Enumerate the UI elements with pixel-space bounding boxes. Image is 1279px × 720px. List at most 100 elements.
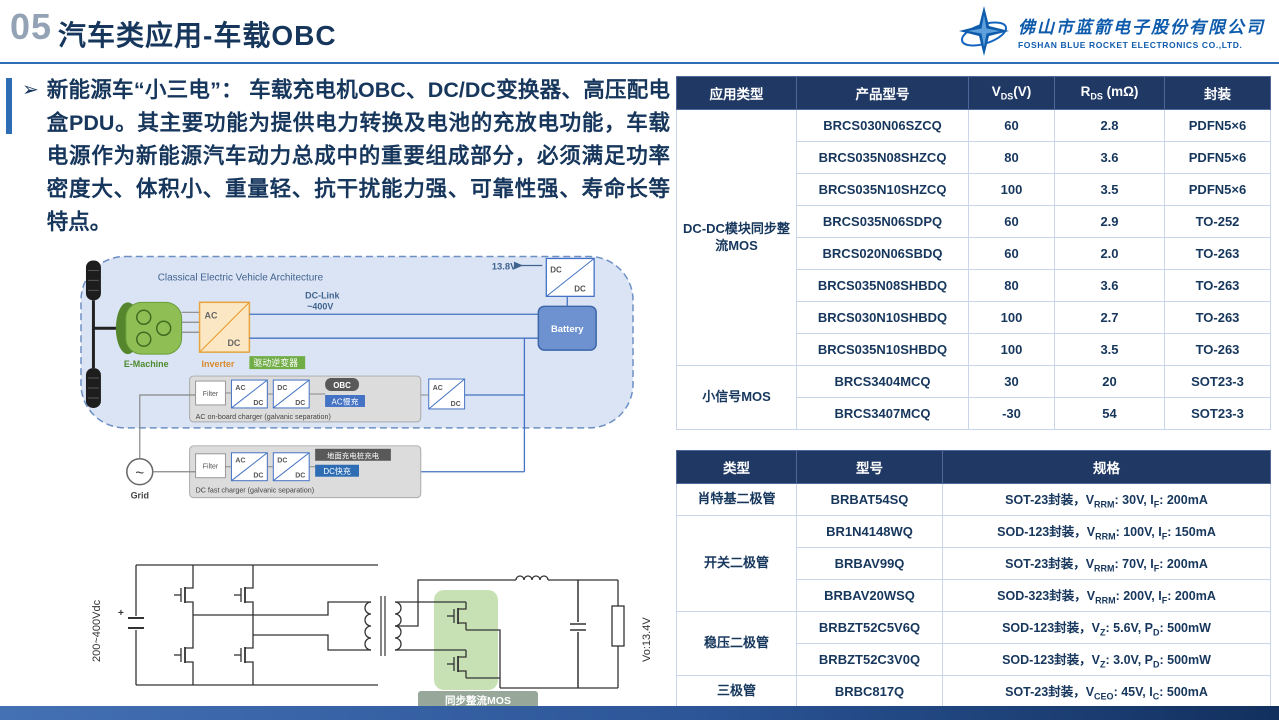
mosfet-symbol xyxy=(233,580,254,610)
diode-product-table: 类型 型号 规格 肖特基二极管 BRBAT54SQ SOT-23封装，VRRM:… xyxy=(676,450,1271,708)
part-cell: BRCS3407MCQ xyxy=(796,397,969,430)
filter-label: Filter xyxy=(203,464,219,471)
app-type-cell: 小信号MOS xyxy=(676,365,797,430)
header-model: 型号 xyxy=(796,450,943,484)
wheels xyxy=(85,260,126,408)
model-cell: BR1N4148WQ xyxy=(796,515,943,548)
type-cell: 肖特基二极管 xyxy=(676,483,797,516)
pkg-cell: PDFN5×6 xyxy=(1164,141,1271,174)
table-row: BRCS035N08SHBDQ 80 3.6 TO-263 xyxy=(677,269,1271,302)
right-panel: 应用类型 产品型号 VDS(V) RDS (mΩ) 封装 DC-DC模块同步整流… xyxy=(676,76,1271,708)
table-row: BRCS030N10SHBDQ 100 2.7 TO-263 xyxy=(677,301,1271,334)
spec-cell: SOT-23封装，VRRM: 70V, IF: 200mA xyxy=(942,547,1271,580)
output-stage xyxy=(500,575,625,689)
dc-link-voltage: ~400V xyxy=(307,301,333,311)
table-row: 开关二极管 BR1N4148WQ SOD-123封装，VRRM: 100V, I… xyxy=(676,515,1271,612)
type-cell: 稳压二极管 xyxy=(676,611,797,676)
pkg-cell: PDFN5×6 xyxy=(1164,109,1271,142)
intro-block: ➢ 新能源车“小三电”： 车载充电机OBC、DC/DC变换器、高压配电盒PDU。… xyxy=(22,74,670,239)
spec-cell: SOT-23封装，VCEO: 45V, IC: 500mA xyxy=(942,675,1271,708)
spec-cell: SOD-123封装，VZ: 3.0V, PD: 500mW xyxy=(942,643,1271,676)
dc-label: DC xyxy=(227,338,240,348)
company-logo: 佛山市蓝箭电子股份有限公司 FOSHAN BLUE ROCKET ELECTRO… xyxy=(958,5,1265,57)
model-cell: BRBAV20WSQ xyxy=(796,579,943,612)
pkg-cell: TO-252 xyxy=(1164,205,1271,238)
intro-text: 新能源车“小三电”： 车载充电机OBC、DC/DC变换器、高压配电盒PDU。其主… xyxy=(46,78,670,234)
output-voltage-label: Vo:13.4V xyxy=(641,617,653,662)
ac-slow-badge xyxy=(325,394,365,407)
obc-badge-label: OBC xyxy=(333,381,351,390)
part-cell: BRCS035N10SHBDQ xyxy=(796,333,969,366)
grid-ac-symbol: ~ xyxy=(135,465,144,482)
table-row: BRCS035N08SHZCQ 80 3.6 PDFN5×6 xyxy=(677,141,1271,174)
dc-label: DC xyxy=(277,458,287,465)
header-part-number: 产品型号 xyxy=(796,76,969,110)
ac-label: AC xyxy=(205,310,218,320)
ac-slow-label: AC慢充 xyxy=(332,396,359,406)
header-rule xyxy=(0,62,1279,64)
app-type-cell: DC-DC模块同步整流MOS xyxy=(676,109,797,366)
part-cell: BRCS035N06SDPQ xyxy=(796,205,969,238)
vds-cell: 30 xyxy=(968,365,1055,398)
spec-cell: SOD-123封装，VZ: 5.6V, PD: 500mW xyxy=(942,611,1271,644)
table-row: 稳压二极管 BRBZT52C5V6Q SOD-123封装，VZ: 5.6V, P… xyxy=(676,611,1271,676)
spec-cell: SOD-323封装，VRRM: 200V, IF: 200mA xyxy=(942,579,1271,612)
battery-box: Battery xyxy=(537,305,597,351)
inverter-label: Inverter xyxy=(202,359,235,369)
table-row: BRCS3407MCQ -30 54 SOT23-3 xyxy=(677,397,1271,430)
bullet-arrow-icon: ➢ xyxy=(22,79,39,101)
table-header-row: 应用类型 产品型号 VDS(V) RDS (mΩ) 封装 xyxy=(676,76,1271,110)
rds-cell: 54 xyxy=(1054,397,1165,430)
ac-label: AC xyxy=(433,385,443,392)
ev-architecture-diagram: Classical Electric Vehicle Architecture … xyxy=(80,255,634,501)
rds-cell: 3.5 xyxy=(1054,333,1165,366)
vds-cell: 60 xyxy=(968,237,1055,270)
part-cell: BRCS035N08SHBDQ xyxy=(796,269,969,302)
obc-circuit-diagram: 200~400Vdc + xyxy=(91,564,653,708)
model-cell: BRBZT52C5V6Q xyxy=(796,611,943,644)
drive-inverter-label: 驱动逆变器 xyxy=(253,357,298,368)
accent-bar xyxy=(6,78,12,134)
mosfet-symbol xyxy=(173,580,194,610)
pkg-cell: PDFN5×6 xyxy=(1164,173,1271,206)
dc-label: DC xyxy=(550,265,562,274)
obc-charger-block: Filter AC DC DC DC AC on-board charger (… xyxy=(189,375,422,423)
model-cell: BRBZT52C3V0Q xyxy=(796,643,943,676)
ac-label: AC xyxy=(235,458,245,465)
spec-cell: SOT-23封装，VRRM: 30V, IF: 200mA xyxy=(942,483,1271,516)
vds-cell: 60 xyxy=(968,205,1055,238)
part-cell: BRCS035N10SHZCQ xyxy=(796,173,969,206)
dc-link-label: DC-Link xyxy=(305,290,339,300)
ground-station-label: 地面充电桩充电 xyxy=(327,450,380,460)
model-cell: BRBAT54SQ xyxy=(796,483,943,516)
dc-label: DC xyxy=(574,284,586,293)
dc-label: DC xyxy=(451,401,461,408)
pkg-cell: TO-263 xyxy=(1164,237,1271,270)
pkg-cell: TO-263 xyxy=(1164,301,1271,334)
model-cell: BRBC817Q xyxy=(796,675,943,708)
dc-label: DC xyxy=(253,400,263,407)
input-stage-wires: + xyxy=(118,564,378,686)
vds-cell: 100 xyxy=(968,333,1055,366)
vds-cell: 60 xyxy=(968,109,1055,142)
obc-caption: AC on-board charger (galvanic separation… xyxy=(196,413,331,421)
fast-caption: DC fast charger (galvanic separation) xyxy=(196,487,315,495)
rds-cell: 2.8 xyxy=(1054,109,1165,142)
company-name-cn: 佛山市蓝箭电子股份有限公司 xyxy=(1018,17,1265,37)
vds-cell: 100 xyxy=(968,173,1055,206)
page-number: 05 xyxy=(10,6,53,47)
hv-bus-lines xyxy=(249,313,539,473)
table-row: BRCS035N10SHBDQ 100 3.5 TO-263 xyxy=(677,333,1271,366)
model-cell: BRBAV99Q xyxy=(796,547,943,580)
table-header-row: 类型 型号 规格 xyxy=(676,450,1271,484)
obc-second-stage-box: AC DC xyxy=(420,378,466,410)
e-machine-label: E-Machine xyxy=(124,359,169,369)
obc-badge xyxy=(325,378,359,392)
rds-cell: 2.0 xyxy=(1054,237,1165,270)
input-voltage-label: 200~400Vdc xyxy=(91,599,103,662)
grid-label: Grid xyxy=(131,491,149,501)
part-cell: BRCS3404MCQ xyxy=(796,365,969,398)
grid-source: ~ Grid xyxy=(126,394,196,501)
phase-lines xyxy=(181,311,200,333)
rds-cell: 3.5 xyxy=(1054,173,1165,206)
